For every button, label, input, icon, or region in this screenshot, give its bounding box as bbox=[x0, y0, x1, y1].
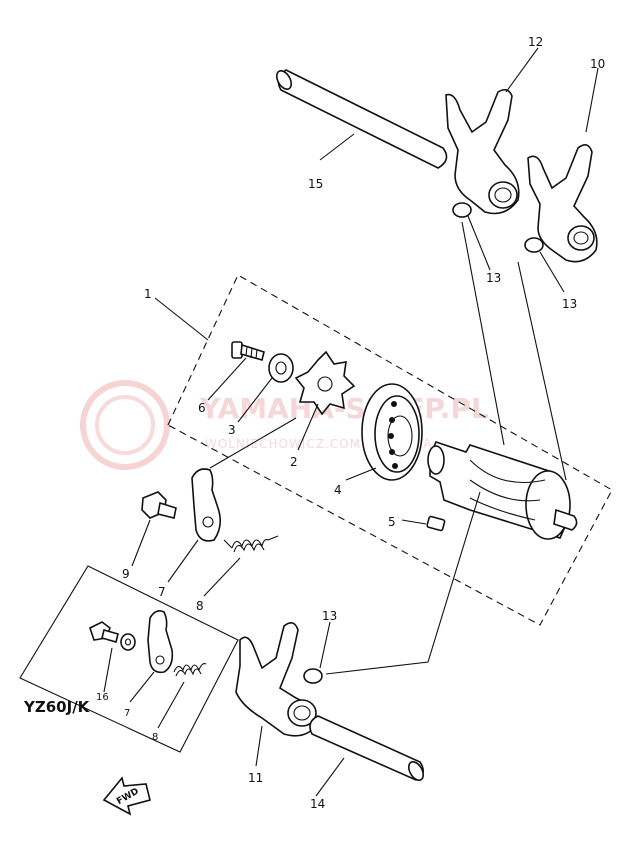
guide-pin-13b bbox=[524, 237, 544, 253]
callout-13c: 13 bbox=[322, 609, 337, 623]
callout-7b: 7 bbox=[124, 708, 130, 719]
bolt-9 bbox=[141, 491, 177, 519]
callout-4: 4 bbox=[334, 483, 342, 497]
guide-pin-13a bbox=[452, 202, 472, 218]
callout-14: 14 bbox=[310, 797, 325, 811]
screw-6 bbox=[231, 341, 265, 361]
callout-8: 8 bbox=[196, 599, 204, 613]
variant-label: YZ60J/K bbox=[23, 698, 91, 716]
callout-12: 12 bbox=[528, 35, 543, 49]
watermark-logo-icon bbox=[80, 380, 170, 470]
shift-fork-12 bbox=[445, 88, 520, 215]
callout-15: 15 bbox=[308, 177, 323, 191]
callout-8b: 8 bbox=[152, 732, 158, 743]
shift-cam-drum bbox=[427, 441, 578, 540]
shift-fork-10 bbox=[527, 144, 598, 263]
callout-10: 10 bbox=[590, 57, 605, 71]
callout-9: 9 bbox=[122, 567, 130, 581]
callout-11: 11 bbox=[248, 771, 263, 785]
callout-3: 3 bbox=[228, 423, 236, 437]
shaft-14 bbox=[309, 715, 425, 781]
fwd-arrow-icon: FWD bbox=[102, 776, 151, 816]
pin-5 bbox=[426, 515, 446, 532]
stopper-lever-7 bbox=[191, 468, 222, 542]
spring-8 bbox=[223, 535, 279, 553]
collar-3 bbox=[268, 353, 294, 383]
segment-2 bbox=[294, 350, 356, 416]
bearing-4 bbox=[361, 383, 423, 481]
callout-7: 7 bbox=[158, 585, 166, 599]
shaft-15 bbox=[275, 69, 448, 169]
callout-13a: 13 bbox=[486, 271, 501, 285]
variant-inset: YZ60J/K bbox=[19, 565, 239, 753]
shift-fork-11 bbox=[235, 622, 317, 737]
callout-16: 16 bbox=[96, 692, 109, 703]
guide-pin-13c bbox=[303, 668, 323, 684]
callouts: 1 6 3 2 4 5 9 7 8 15 12 10 13 13 13 11 1… bbox=[96, 35, 605, 811]
leader-lines bbox=[103, 47, 599, 797]
callout-1: 1 bbox=[144, 287, 152, 301]
callout-6: 6 bbox=[198, 401, 206, 415]
callout-13b: 13 bbox=[562, 297, 577, 311]
assembly-outline bbox=[167, 274, 613, 626]
callout-5: 5 bbox=[388, 515, 396, 529]
callout-2: 2 bbox=[290, 455, 298, 469]
